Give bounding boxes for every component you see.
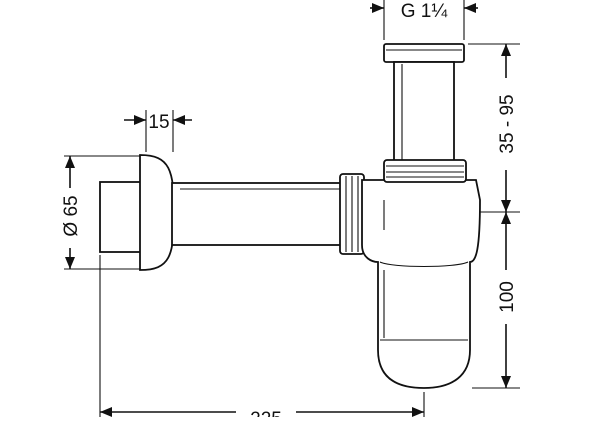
dim-length: 225 bbox=[99, 255, 425, 422]
dim-trap-height-label: 100 bbox=[497, 281, 518, 313]
dim-flange-depth: 15 bbox=[124, 110, 192, 152]
tailpiece bbox=[383, 43, 465, 163]
dim-length-label: 225 bbox=[250, 409, 282, 417]
dim-height-adjust-label: 35 - 95 bbox=[497, 94, 518, 153]
horizontal-pipe bbox=[171, 182, 345, 246]
wall-flange bbox=[99, 154, 175, 271]
dim-wall-diameter: Ø 65 bbox=[58, 155, 140, 270]
dim-thread-label: G 1¼ bbox=[401, 1, 449, 22]
dim-wall-diameter-label: Ø 65 bbox=[61, 195, 82, 236]
dim-trap-height: 100 bbox=[472, 212, 520, 389]
dim-height-adjust: 35 - 95 bbox=[468, 43, 520, 213]
dim-thread: G 1¼ bbox=[370, 0, 478, 40]
union-nut bbox=[383, 159, 467, 183]
dim-flange-depth-label: 15 bbox=[148, 112, 169, 133]
pipe-coupling-nut bbox=[339, 173, 365, 255]
bottle-trap-body bbox=[361, 179, 481, 389]
